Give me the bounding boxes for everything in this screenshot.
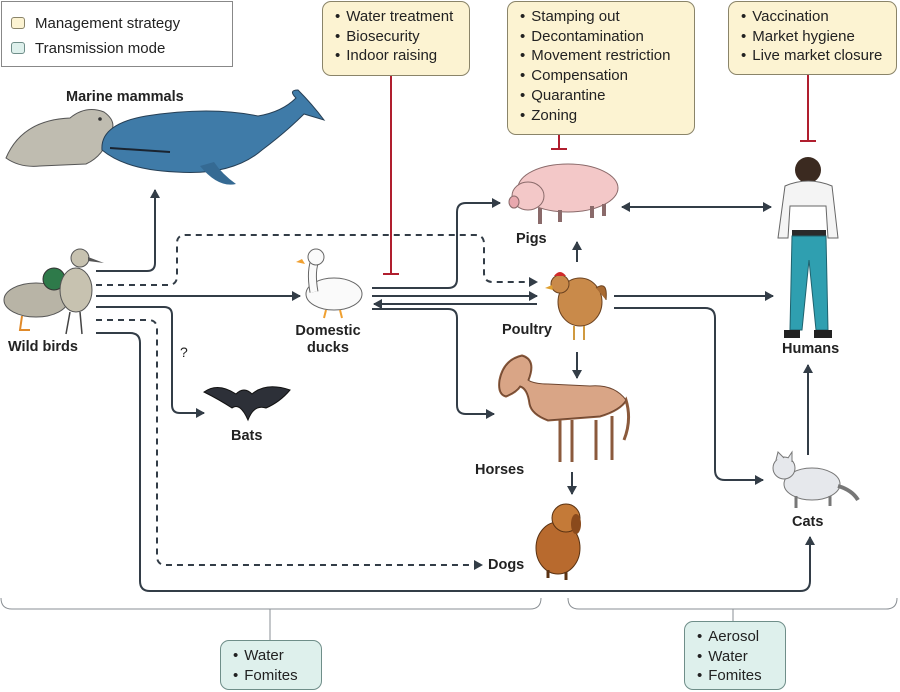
management-box-pig-controls: Stamping out Decontamination Movement re… [507,1,695,135]
transmission-box-left: Water Fomites [220,640,322,690]
list-item: Fomites [233,666,311,686]
dog-icon [535,503,581,580]
label-wild-birds: Wild birds [8,339,78,355]
label-horses: Horses [475,462,525,478]
label-pigs: Pigs [516,231,547,247]
list-item: Zoning [520,106,684,126]
inhibit-biosecurity-ducks [383,76,399,275]
list-item: Decontamination [520,27,684,47]
wild-birds-icon [3,248,104,335]
transmission-swatch [11,42,25,54]
label-dogs: Dogs [488,557,525,573]
arrow-ducks-pigs [372,198,501,289]
label-line: Domestic [295,323,361,339]
duck-icon [296,248,363,319]
seal-icon [5,109,114,167]
management-swatch [11,17,25,29]
legend-item-transmission: Transmission mode [11,38,165,58]
label-cats: Cats [792,514,824,530]
list-item: Biosecurity [335,27,459,47]
arrow-wildbirds-marine [96,189,160,272]
bracket-right [567,597,898,610]
label-domestic-ducks: Domestic ducks [288,323,368,357]
label-poultry: Poultry [502,322,552,338]
bat-icon [203,386,291,422]
legend-item-management: Management strategy [11,13,180,33]
cat-icon [772,450,860,508]
legend: Management strategy Transmission mode [1,1,233,67]
list-item: Market hygiene [741,27,886,47]
list-item: Fomites [697,666,775,686]
list-item: Stamping out [520,7,684,27]
list-item: Water treatment [335,7,459,27]
label-marine-mammals: Marine mammals [66,89,184,105]
management-box-biosecurity: Water treatment Biosecurity Indoor raisi… [322,1,470,76]
chicken-icon [545,272,607,340]
list-item: Vaccination [741,7,886,27]
arrow-wildbirds-dogs-dashed [96,319,483,570]
human-icon [777,157,839,338]
arrow-ducks-horses [372,308,495,419]
inhibit-controls-humans [800,75,816,142]
list-item: Quarantine [520,86,684,106]
transmission-box-right: Aerosol Water Fomites [684,621,786,690]
inhibit-controls-pigs [551,135,567,150]
question-mark: ? [180,344,188,360]
inhibition-lines [383,75,816,275]
list-item: Live market closure [741,46,886,66]
arrow-poultry-cats [614,307,764,485]
bracket-left [0,597,542,610]
whale-icon [101,89,326,185]
bottom-brackets [0,597,898,640]
pig-icon [508,163,619,224]
legend-label: Management strategy [35,14,181,32]
arrow-wildbirds-bats [96,306,205,418]
label-bats: Bats [231,428,263,444]
arrows [96,189,815,592]
list-item: Water [697,647,775,667]
list-item: Movement restriction [520,46,684,66]
legend-label: Transmission mode [35,39,166,57]
list-item: Aerosol [697,627,775,647]
arrow-wildbirds-cats [96,332,815,592]
arrow-wildbirds-pigs-dashed [96,234,538,287]
list-item: Indoor raising [335,46,459,66]
horse-icon [498,354,631,462]
management-box-human-controls: Vaccination Market hygiene Live market c… [728,1,897,75]
list-item: Compensation [520,66,684,86]
label-line: ducks [307,340,349,356]
list-item: Water [233,646,311,666]
label-humans: Humans [782,341,840,357]
